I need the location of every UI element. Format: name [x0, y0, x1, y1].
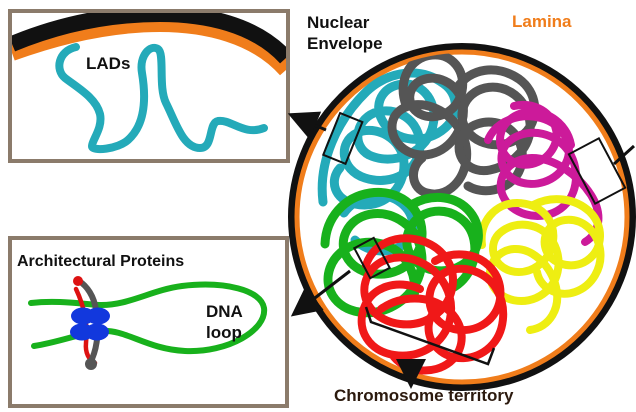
- lad-callout-box: [321, 111, 364, 166]
- yellow-territory-chain: [477, 199, 563, 334]
- dna-label-line2: loop: [206, 323, 242, 342]
- yellow-territory-chain-2: [529, 195, 605, 298]
- right-callout-box: [567, 136, 627, 206]
- protein-red-dot: [73, 276, 83, 286]
- arrows: [287, 111, 636, 389]
- nucleus-callouts: [321, 111, 627, 366]
- chromosome-territory-label: Chromosome territory: [334, 386, 514, 405]
- magenta-territory-chain-2: [496, 101, 575, 169]
- lads-label: LADs: [86, 54, 130, 73]
- dna-loop-inset-panel: Architectural Proteins DNA loop: [8, 236, 289, 408]
- protein-blue-lower-right: [85, 323, 109, 341]
- lad-inset-panel: LADs: [8, 9, 290, 163]
- nucleus-group: [288, 43, 636, 391]
- architectural-proteins-label: Architectural Proteins: [17, 253, 184, 270]
- lamina-label: Lamina: [512, 12, 572, 31]
- nuclear-envelope-band: [12, 13, 286, 64]
- lad-arrow: [287, 111, 327, 140]
- protein-gray-dot: [85, 358, 97, 370]
- lamina-band: [12, 15, 286, 76]
- green-territory-chain-2: [402, 193, 483, 295]
- nuclear-envelope-label-line2: Envelope: [307, 34, 383, 53]
- lad-chromatin-chain: [55, 43, 268, 154]
- right-edge-arrow: [612, 144, 636, 166]
- green-territory-chain: [320, 187, 427, 318]
- dna-loop-callout-box: [352, 236, 392, 280]
- nuclear-envelope-label-line1: Nuclear: [307, 13, 370, 32]
- dna-loop-arrow: [290, 269, 351, 317]
- lamina-ring: [294, 49, 630, 385]
- protein-blue-upper-right: [86, 307, 110, 325]
- dna-loop-panel-frame: [8, 236, 289, 408]
- chromosome-territory-bracket: [364, 306, 496, 366]
- dna-label-line1: DNA: [206, 302, 243, 321]
